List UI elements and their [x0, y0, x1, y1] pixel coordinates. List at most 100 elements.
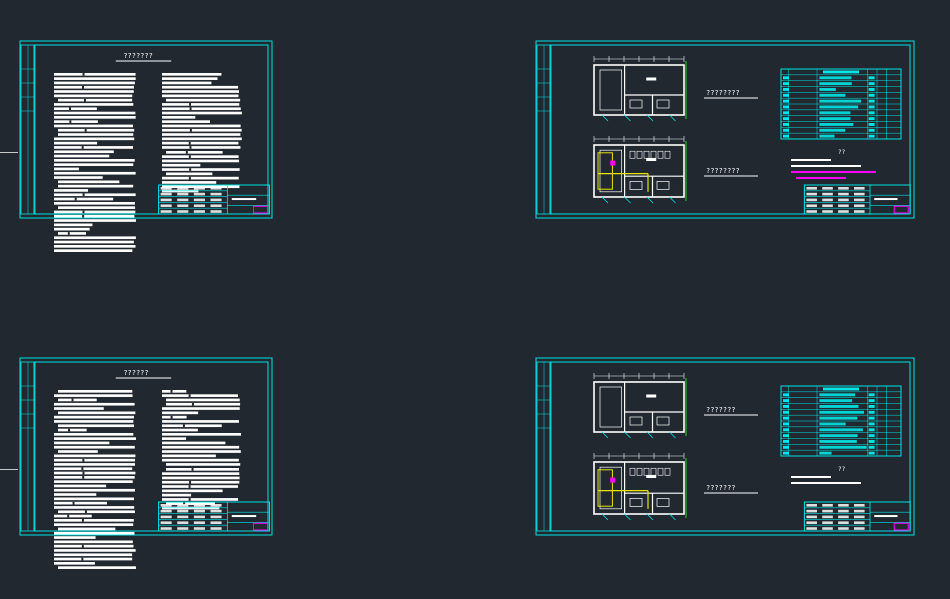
title-block-text [854, 192, 865, 196]
note-text-gap [182, 424, 185, 428]
title-block-stamp [252, 205, 268, 214]
table-cell-text [868, 422, 875, 426]
note-text-line [54, 197, 114, 201]
table-cell-text [783, 93, 789, 97]
door-swing [601, 513, 609, 521]
door-swing [646, 196, 654, 204]
note-text-line [162, 77, 218, 80]
table-cell-text [783, 428, 789, 432]
note-text-line [54, 523, 134, 526]
note-text-line [54, 193, 136, 197]
note-text-gap [72, 501, 75, 505]
title-block-text [822, 515, 833, 519]
note-text-line [54, 214, 135, 218]
title-block-text [193, 509, 205, 513]
title-block-text [193, 192, 205, 196]
note-text-gap [189, 146, 192, 149]
note-text-line [54, 458, 136, 462]
note-text-line [162, 454, 216, 458]
note-text-line [54, 150, 114, 154]
note-text-line [54, 394, 133, 397]
table-cell-text [783, 399, 789, 403]
note-text-line [162, 120, 210, 123]
title-block-text [210, 504, 222, 507]
floor-plan [593, 136, 687, 204]
note-text-line [54, 111, 136, 115]
note-text-line [58, 232, 86, 235]
title-block-text [806, 198, 817, 202]
note-text-line [54, 501, 108, 505]
table-cell-text [868, 105, 875, 109]
sheet-outer-border [19, 357, 273, 536]
note-text-gap [188, 155, 191, 158]
equipment-unit [629, 99, 643, 109]
binding-strip [20, 361, 36, 532]
marker-magenta [610, 477, 616, 483]
door-swing [601, 114, 609, 122]
note-text-gap [189, 103, 192, 106]
note-text-gap [170, 390, 173, 393]
note-text-line [54, 562, 95, 565]
panel-cabinet [643, 150, 650, 159]
note-text-line [54, 506, 135, 509]
note-text-line [54, 441, 110, 445]
note-text-gap [74, 197, 77, 201]
table-cell-text [783, 451, 789, 455]
note-text-gap [82, 73, 85, 76]
door-swing [646, 114, 654, 122]
equipment-unit [629, 498, 643, 507]
title-block-text [160, 210, 172, 213]
door-swing [624, 196, 631, 204]
note-text-line [162, 445, 240, 449]
note-text-line [162, 428, 198, 432]
equipment-outline [599, 466, 622, 510]
table-cell-text [819, 399, 853, 403]
door-swing [624, 513, 631, 521]
equipment-outline [599, 386, 622, 428]
note-text-line [54, 402, 135, 406]
note-text-line [58, 428, 87, 432]
note-text-line [162, 163, 201, 167]
equipment-table [780, 68, 902, 140]
table-cell-text [783, 128, 789, 132]
note-text-line [162, 424, 222, 428]
note-text-line [54, 415, 134, 419]
note-text-gap [69, 120, 72, 123]
note-text-gap [67, 514, 70, 518]
table-cell-text [868, 128, 875, 132]
title-block-drawing-name [874, 515, 898, 518]
sheet-inner-border [549, 44, 911, 215]
note-text-line [54, 116, 136, 119]
note-text-line [58, 424, 135, 428]
table-cell-text [819, 88, 836, 91]
note-text-line [58, 566, 136, 569]
note-line [791, 165, 861, 167]
note-text-line [166, 402, 241, 406]
note-text-gap [84, 128, 87, 132]
title-block-text [838, 527, 849, 530]
equipment-outline [599, 69, 622, 111]
room-label [646, 394, 657, 398]
table-cell-text [868, 93, 875, 97]
note-text-line [54, 497, 135, 501]
note-text-line [54, 420, 134, 423]
note-text-line [166, 463, 241, 466]
note-text-gap [83, 98, 86, 102]
note-text-line [162, 493, 192, 497]
table-cell-text [819, 76, 852, 80]
note-text-gap [81, 557, 84, 561]
note-text-line [54, 437, 136, 440]
table-cell-text [819, 111, 851, 115]
note-text-line [54, 463, 135, 466]
equipment-table [780, 385, 902, 457]
note-text-line [162, 476, 240, 480]
note-text-line [162, 485, 238, 488]
title-block-text [806, 210, 817, 213]
sheet-notes-2: ?????? [19, 357, 273, 569]
table-header-text [823, 70, 859, 74]
sheet-title: ?????? [123, 369, 148, 377]
note-text-line [162, 390, 187, 393]
title-block-text [160, 515, 172, 519]
